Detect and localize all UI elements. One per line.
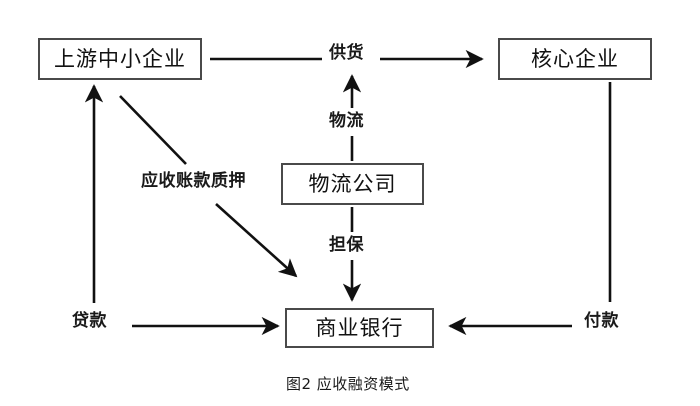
node-commercial-bank-label: 商业银行 xyxy=(315,315,404,340)
edge-label-guarantee: 担保 xyxy=(329,235,364,255)
node-logistics-company[interactable]: 物流公司 xyxy=(281,163,424,205)
node-upstream-sme[interactable]: 上游中小企业 xyxy=(38,38,202,80)
edge-label-loan: 贷款 xyxy=(72,311,107,331)
figure-caption: 图2 应收融资模式 xyxy=(286,375,410,393)
edge-label-receivables-pledge: 应收账款质押 xyxy=(141,171,246,191)
node-logistics-company-label: 物流公司 xyxy=(308,171,397,196)
edge-label-supply: 供货 xyxy=(329,43,364,63)
edge-pledge-lower xyxy=(215,203,298,278)
edge-label-logistics: 物流 xyxy=(329,111,364,131)
node-core-enterprise-label: 核心企业 xyxy=(531,46,619,71)
node-core-enterprise[interactable]: 核心企业 xyxy=(498,38,652,80)
edge-pledge-upper xyxy=(119,95,187,165)
node-commercial-bank[interactable]: 商业银行 xyxy=(285,308,434,348)
edge-label-payment: 付款 xyxy=(584,311,619,331)
node-upstream-sme-label: 上游中小企业 xyxy=(54,46,186,71)
